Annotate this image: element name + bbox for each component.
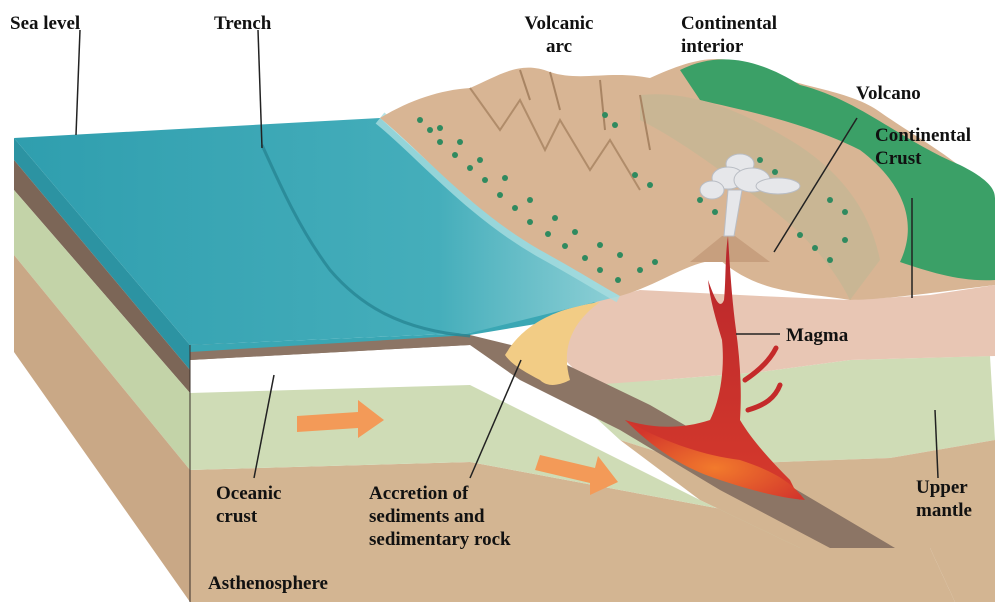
continental-crust-line1: Continental — [875, 124, 971, 147]
continental-interior-line1: Continental — [681, 12, 777, 35]
asthenosphere-label: Asthenosphere — [208, 572, 328, 595]
continental-crust-line2: Crust — [875, 147, 971, 170]
volcanic-arc-line2: arc — [512, 35, 606, 58]
volcanic-arc-line1: Volcanic — [512, 12, 606, 35]
volcano-label: Volcano — [856, 82, 921, 105]
trench-text: Trench — [214, 12, 271, 35]
upper-mantle-line2: mantle — [916, 499, 972, 522]
volcano-text: Volcano — [856, 82, 921, 105]
sea-level-label: Sea level — [10, 12, 80, 35]
asthenosphere-text: Asthenosphere — [208, 572, 328, 595]
oceanic-crust-line1: Oceanic — [216, 482, 281, 505]
sea-level-text: Sea level — [10, 12, 80, 35]
upper-mantle-line1: Upper — [916, 476, 972, 499]
accretion-line3: sedimentary rock — [369, 528, 511, 551]
trench-label: Trench — [214, 12, 271, 35]
upper-mantle-label: Upper mantle — [916, 476, 972, 522]
continental-interior-label: Continental interior — [681, 12, 777, 58]
magma-text: Magma — [786, 324, 848, 347]
accretion-line2: sediments and — [369, 505, 511, 528]
oceanic-crust-label: Oceanic crust — [216, 482, 281, 528]
magma-label: Magma — [786, 324, 848, 347]
volcanic-arc-label: Volcanic arc — [512, 12, 606, 58]
accretion-line1: Accretion of — [369, 482, 511, 505]
oceanic-crust-line2: crust — [216, 505, 281, 528]
continental-crust-label: Continental Crust — [875, 124, 971, 170]
continental-interior-line2: interior — [681, 35, 777, 58]
accretion-label: Accretion of sediments and sedimentary r… — [369, 482, 511, 551]
